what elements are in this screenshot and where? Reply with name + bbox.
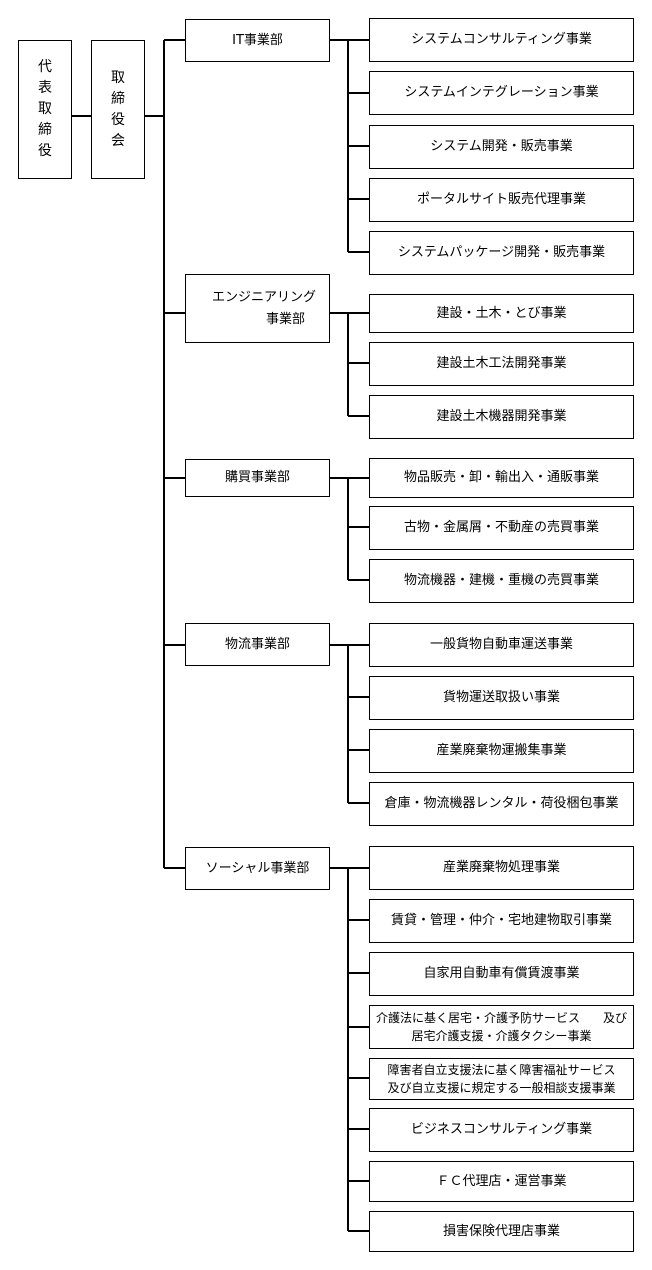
dept-logistics: 物流事業部 <box>185 623 330 666</box>
dept-label: ソーシャル事業部 <box>205 860 310 876</box>
business-box: システムコンサルティング事業 <box>369 18 634 62</box>
business-box: 物流機器・建機・重機の売買事業 <box>369 559 634 603</box>
vertical-char: 表 <box>38 80 52 96</box>
dept-social: ソーシャル事業部 <box>185 847 330 890</box>
business-label: システムパッケージ開発・販売事業 <box>397 245 606 260</box>
vertical-char: 役 <box>38 143 52 159</box>
dept-label: IT事業部 <box>232 32 283 48</box>
business-label: 物流機器・建機・重機の売買事業 <box>403 573 599 588</box>
business-box: 貨物運送取扱い事業 <box>369 676 634 720</box>
dept-engineering: エンジニアリング 事業部 <box>185 274 330 343</box>
business-box: 倉庫・物流機器レンタル・荷役梱包事業 <box>369 782 634 826</box>
business-label: 貨物運送取扱い事業 <box>442 690 560 705</box>
business-box-two-line: 介護法に基く居宅・介護予防サービス 及び 居宅介護支援・介護タクシー事業 <box>369 1005 634 1049</box>
business-label: ＦＣ代理店・運営事業 <box>436 1173 567 1189</box>
vertical-char: 代 <box>38 59 52 75</box>
business-label: 建設・土木・とび事業 <box>436 305 567 321</box>
business-box-two-line: 障害者自立支援法に基く障害福祉サービス 及び自立支援に規定する一般相談支援事業 <box>369 1058 634 1100</box>
business-box: 産業廃棄物運搬集事業 <box>369 729 634 773</box>
business-label-row1: 介護法に基く居宅・介護予防サービス 及び <box>374 1009 629 1027</box>
business-box: ポータルサイト販売代理事業 <box>369 178 634 222</box>
business-box: 一般貨物自動車運送事業 <box>369 623 634 667</box>
vertical-char: 役 <box>111 111 125 128</box>
vertical-char: 会 <box>111 132 125 149</box>
business-box: システムパッケージ開発・販売事業 <box>369 231 634 275</box>
business-box: ビジネスコンサルティング事業 <box>369 1108 634 1152</box>
business-box: 自家用自動車有償賃渡事業 <box>369 952 634 996</box>
business-label: システム開発・販売事業 <box>430 139 573 154</box>
business-label: 倉庫・物流機器レンタル・荷役梱包事業 <box>384 796 619 811</box>
business-box: システムインテグレーション事業 <box>369 71 634 115</box>
business-label: 賃貸・管理・仲介・宅地建物取引事業 <box>390 913 612 928</box>
business-box: 建設土木機器開発事業 <box>369 395 634 439</box>
dept-label-line1: エンジニアリング <box>212 289 317 305</box>
vertical-char: 締 <box>38 122 52 138</box>
business-label: ポータルサイト販売代理事業 <box>416 192 586 207</box>
business-box: 物品販売・卸・輸出入・通販事業 <box>369 458 634 498</box>
dept-purchasing: 購買事業部 <box>185 459 330 497</box>
business-box: 賃貸・管理・仲介・宅地建物取引事業 <box>369 899 634 943</box>
business-label-line1: 障害者自立支援法に基く障害福祉サービス <box>387 1063 616 1077</box>
business-label: 一般貨物自動車運送事業 <box>429 637 573 652</box>
business-box: ＦＣ代理店・運営事業 <box>369 1161 634 1202</box>
business-box: 損害保険代理店事業 <box>369 1211 634 1252</box>
dept-it: IT事業部 <box>185 19 330 62</box>
vertical-char: 取 <box>38 101 52 117</box>
business-label-line2: 居宅介護支援・介護タクシー事業 <box>411 1029 592 1043</box>
vertical-char: 取 <box>111 69 125 86</box>
business-label: システムインテグレーション事業 <box>404 85 599 100</box>
business-label: 産業廃棄物処理事業 <box>442 860 560 875</box>
dept-label: 購買事業部 <box>224 470 290 485</box>
dept-label: 物流事業部 <box>224 636 290 652</box>
business-label: 建設土木工法開発事業 <box>436 356 567 371</box>
ceo-box: 代表取締役 <box>18 40 72 179</box>
business-box: 建設・土木・とび事業 <box>369 294 634 333</box>
business-label: 建設土木機器開発事業 <box>436 409 567 424</box>
business-label: 損害保険代理店事業 <box>442 1223 560 1239</box>
business-label-conjunction: 及び <box>602 1011 627 1025</box>
business-label: 自家用自動車有償賃渡事業 <box>423 966 580 981</box>
business-label: 産業廃棄物運搬集事業 <box>436 743 567 758</box>
business-label: システムコンサルティング事業 <box>411 32 592 47</box>
business-label: 古物・金属屑・不動産の売買事業 <box>403 520 599 535</box>
business-label-line1: 介護法に基く居宅・介護予防サービス <box>376 1011 581 1025</box>
business-box: 建設土木工法開発事業 <box>369 342 634 386</box>
dept-label-line2: 事業部 <box>265 311 305 327</box>
business-box: システム開発・販売事業 <box>369 125 634 169</box>
business-label: ビジネスコンサルティング事業 <box>410 1122 593 1137</box>
business-box: 産業廃棄物処理事業 <box>369 846 634 890</box>
business-label-line2: 及び自立支援に規定する一般相談支援事業 <box>387 1081 616 1095</box>
board-box: 取締役会 <box>91 40 145 179</box>
business-box: 古物・金属屑・不動産の売買事業 <box>369 506 634 550</box>
business-label: 物品販売・卸・輸出入・通販事業 <box>403 470 599 485</box>
vertical-char: 締 <box>111 90 125 107</box>
